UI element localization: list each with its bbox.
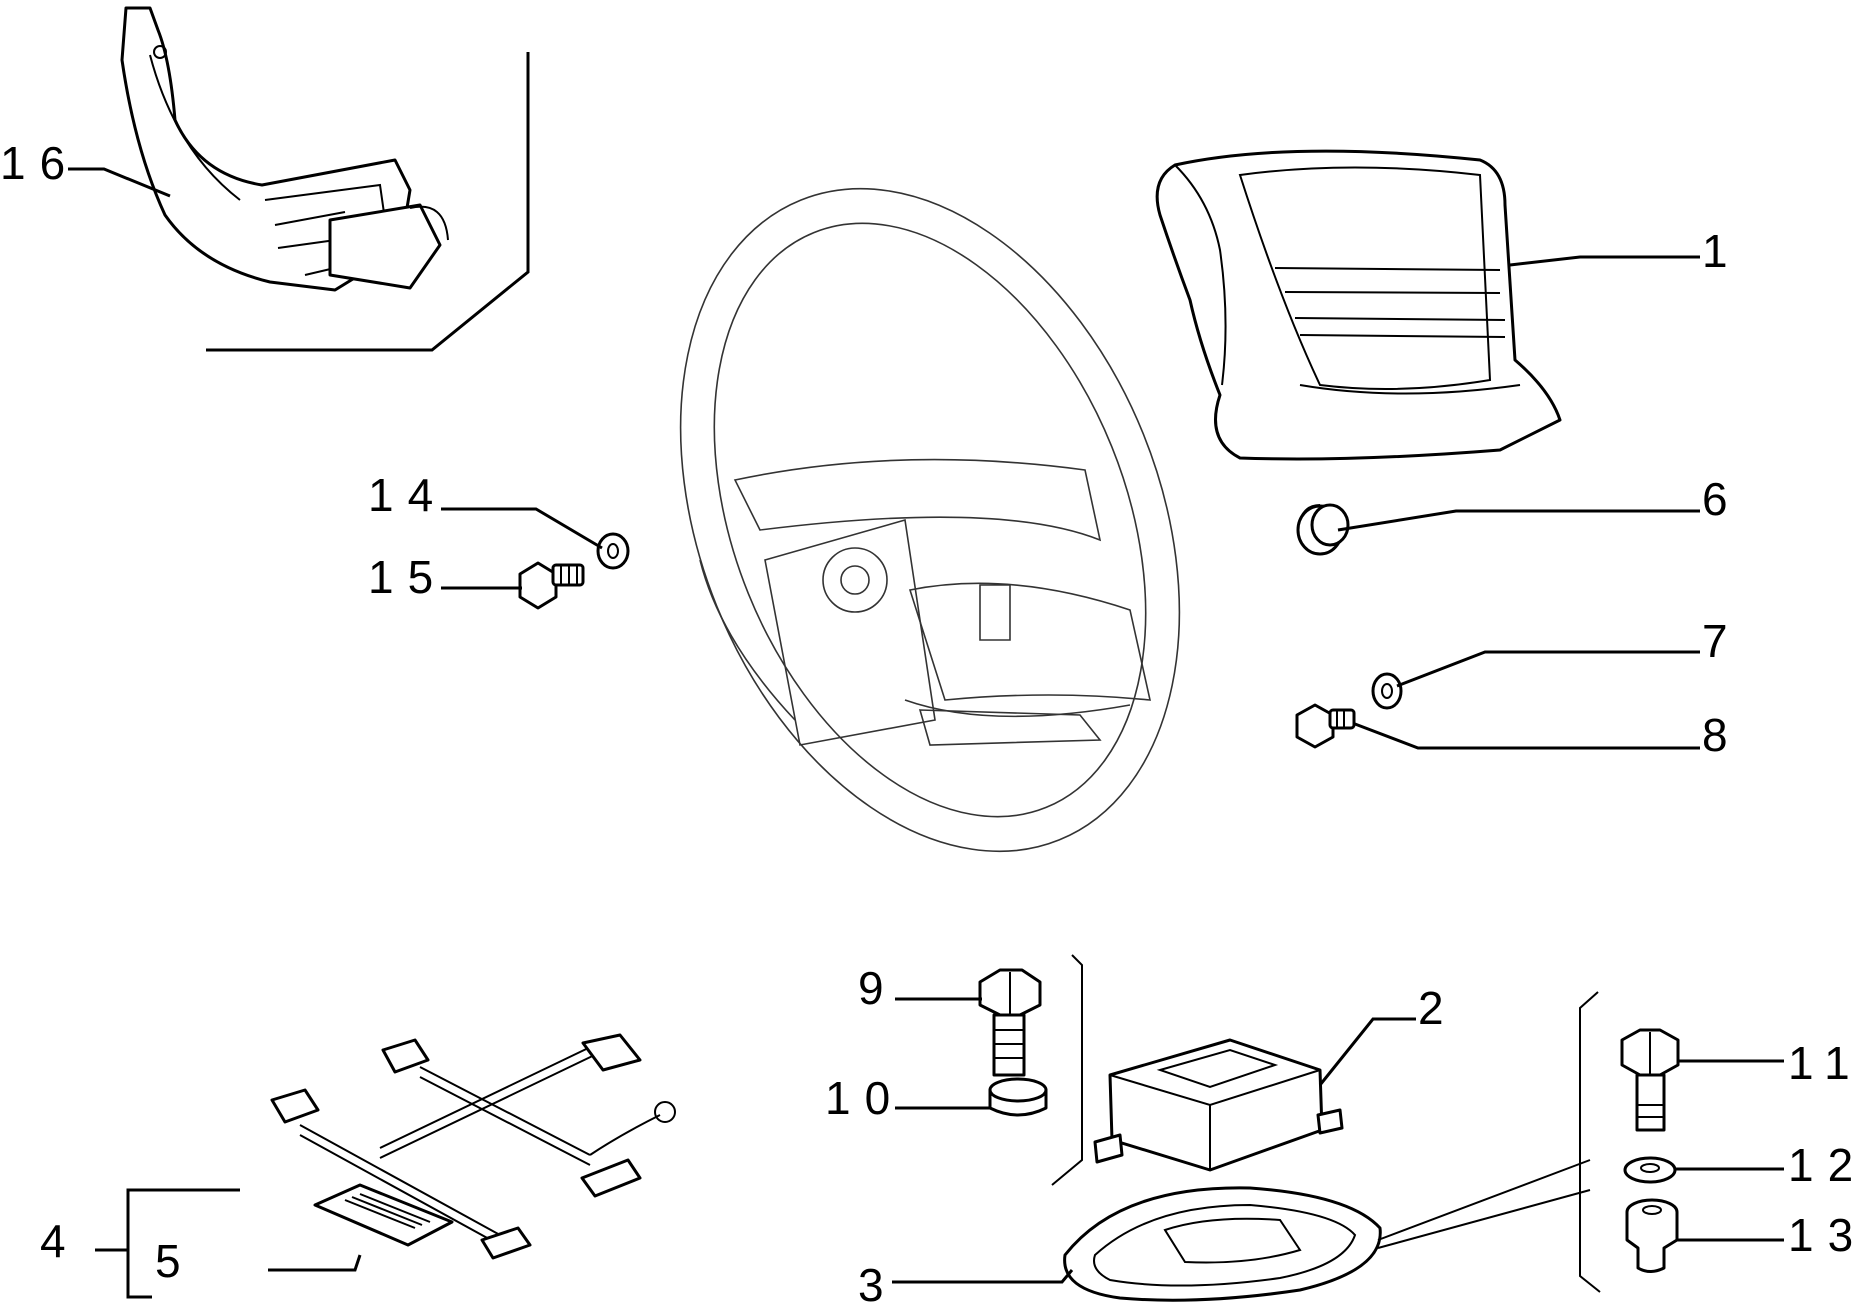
part-12-washer bbox=[1623, 1156, 1677, 1184]
leader-3 bbox=[892, 1269, 1074, 1284]
part-8-bolt bbox=[1295, 703, 1356, 749]
callout-14: 14 bbox=[368, 469, 448, 521]
callout-4: 4 bbox=[40, 1215, 80, 1267]
callout-1: 1 bbox=[1702, 225, 1742, 277]
part-16-bracket bbox=[120, 6, 530, 352]
leader-5 bbox=[268, 1254, 362, 1272]
leader-6 bbox=[1337, 509, 1700, 532]
callout-13: 13 bbox=[1788, 1209, 1868, 1261]
part-3-bracket-plate bbox=[1063, 991, 1601, 1302]
part-1-airbag-cover bbox=[1155, 149, 1562, 461]
part-13-spacer bbox=[1625, 1198, 1679, 1273]
leader-2 bbox=[1318, 1017, 1416, 1086]
callout-11: 11 bbox=[1788, 1037, 1864, 1089]
leader-7 bbox=[1396, 650, 1700, 688]
callout-5: 5 bbox=[155, 1235, 195, 1287]
callout-8: 8 bbox=[1702, 709, 1742, 761]
part-15-bolt bbox=[518, 561, 585, 610]
part-14-washer bbox=[596, 532, 630, 570]
callout-7: 7 bbox=[1702, 615, 1742, 667]
part-6-grommet bbox=[1296, 503, 1350, 556]
part-9-bolt bbox=[978, 968, 1042, 1077]
callout-9: 9 bbox=[858, 962, 898, 1014]
callout-2: 2 bbox=[1418, 982, 1458, 1034]
callout-10: 10 bbox=[825, 1072, 905, 1124]
leader-3b bbox=[1377, 1159, 1591, 1249]
callout-12: 12 bbox=[1788, 1139, 1868, 1191]
part-4-wiring-harness bbox=[95, 1033, 676, 1299]
leader-lines bbox=[68, 167, 1784, 1284]
part-10-washer bbox=[988, 1077, 1048, 1117]
part-5-label-plate bbox=[313, 1183, 454, 1247]
leader-16 bbox=[68, 167, 171, 198]
callout-16: 16 bbox=[0, 137, 80, 189]
leader-1 bbox=[1509, 255, 1700, 267]
callout-3: 3 bbox=[858, 1259, 898, 1310]
leader-14 bbox=[441, 507, 603, 550]
part-2-control-unit bbox=[1051, 954, 1344, 1186]
callout-6: 6 bbox=[1702, 473, 1742, 525]
leader-8 bbox=[1354, 722, 1700, 750]
callout-15: 15 bbox=[368, 551, 448, 603]
steering-wheel-outline bbox=[679, 187, 1181, 853]
part-11-bolt bbox=[1620, 1028, 1680, 1132]
part-7-washer bbox=[1371, 672, 1403, 710]
